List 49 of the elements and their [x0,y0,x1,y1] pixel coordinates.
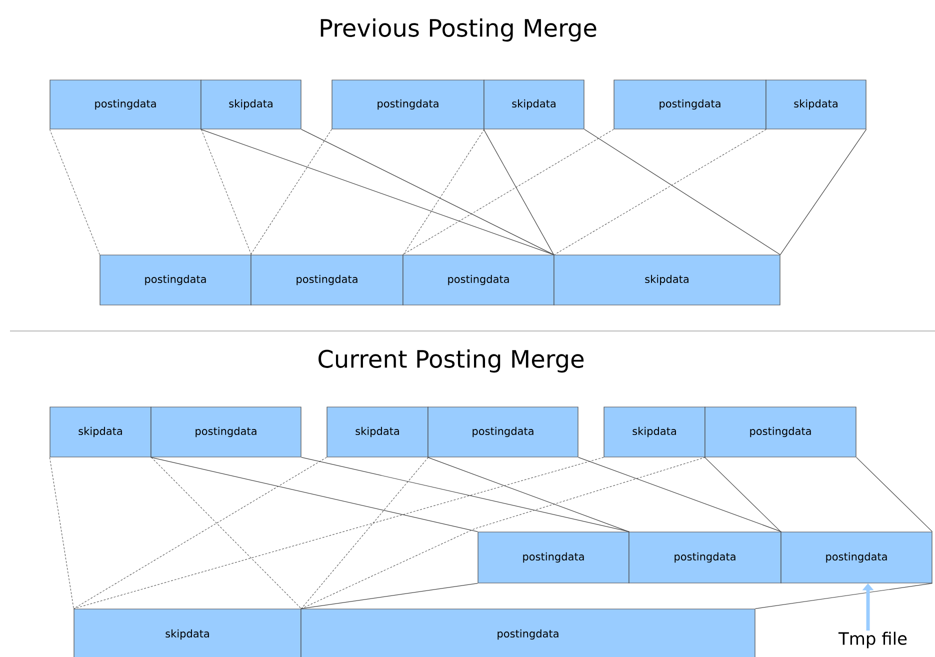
title: Previous Posting Merge [320,18,596,42]
data-box: postingdata [332,80,484,130]
data-box: postingdata [614,80,766,130]
title: Current Posting Merge [318,349,584,373]
connector-line [250,129,332,255]
data-box: skipdata [554,254,780,306]
connector-line [578,457,782,532]
data-box: postingdata [50,80,202,130]
data-box: skipdata [766,80,866,130]
data-box: skipdata [74,608,302,657]
data-box: postingdata [250,254,404,306]
node-label: skipdata [166,629,209,640]
connector-line [300,583,478,609]
connector-line [150,457,478,532]
data-box: postingdata [150,406,302,458]
connector-line [403,129,485,255]
file-label: Tmp file [838,632,907,648]
data-box: postingdata [402,254,554,306]
connector-line [49,457,74,609]
data-box: skipdata [200,80,302,130]
data-box: skipdata [326,406,428,458]
data-box: skipdata [50,406,152,458]
data-box: postingdata [478,532,630,584]
connector-line [201,129,252,255]
data-box: postingdata [704,406,856,458]
connector-line [584,129,781,255]
connector-line [301,457,706,609]
connector-line [780,129,867,255]
connector-line [755,583,933,609]
connector-line [301,129,554,255]
connector-line [402,129,614,255]
data-box: skipdata [484,80,584,130]
connector-line [49,129,100,255]
connector-line [73,457,604,609]
data-box: postingdata [100,254,252,306]
connector-line [301,457,429,609]
data-box: postingdata [628,532,782,584]
connector-line [151,457,302,609]
data-box: postingdata [428,406,578,458]
data-box: skipdata [604,406,706,458]
connector-line [554,129,767,255]
connector-line [483,129,554,255]
connector-line [856,457,933,532]
data-box: postingdata [780,532,932,584]
connector-line [427,457,629,532]
connector-line [301,457,630,532]
connector-line [704,457,781,532]
connector-line [200,129,554,255]
connector-line [73,457,327,609]
